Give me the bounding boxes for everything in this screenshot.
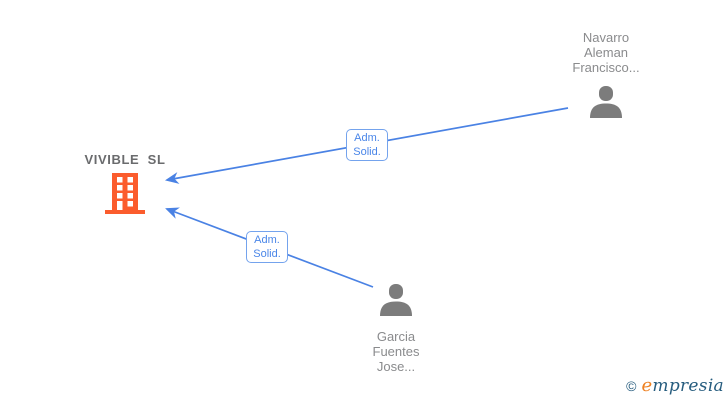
person-name-line: Jose...	[376, 359, 416, 374]
relation-label-adm-solid-1[interactable]: Adm. Solid.	[346, 129, 388, 161]
person-icon	[379, 284, 413, 321]
person-name: Navarro Aleman Francisco...	[545, 30, 667, 75]
relation-label-line: Solid.	[253, 248, 281, 260]
relation-label-line: Adm.	[254, 234, 280, 246]
person-icon	[589, 86, 623, 123]
relation-label-line: Solid.	[353, 146, 381, 158]
person-name-line: Navarro	[582, 30, 630, 45]
person-name-line: Fuentes	[372, 344, 420, 359]
person-name: Garcia Fuentes Jose...	[335, 329, 457, 374]
person-name-line: Aleman	[583, 45, 629, 60]
brand-wordmark-rest: mpresia	[652, 376, 724, 396]
person-node-navarro[interactable]: Navarro Aleman Francisco...	[545, 30, 667, 123]
company-node-vivible[interactable]: VIVIBLE SL	[55, 152, 195, 219]
copyright-icon: ©	[626, 378, 637, 394]
brand-logo[interactable]: © empresia	[626, 375, 724, 396]
relation-label-line: Adm.	[354, 132, 380, 144]
brand-wordmark-lead: e	[641, 375, 653, 396]
building-icon	[105, 173, 145, 219]
brand-wordmark: empresia	[641, 375, 724, 396]
person-name-line: Garcia	[376, 329, 416, 344]
relation-label-adm-solid-2[interactable]: Adm. Solid.	[246, 231, 288, 263]
person-node-garcia[interactable]: Garcia Fuentes Jose...	[335, 284, 457, 374]
person-name-line: Francisco...	[572, 60, 640, 75]
company-name-label: VIVIBLE SL	[84, 152, 166, 167]
